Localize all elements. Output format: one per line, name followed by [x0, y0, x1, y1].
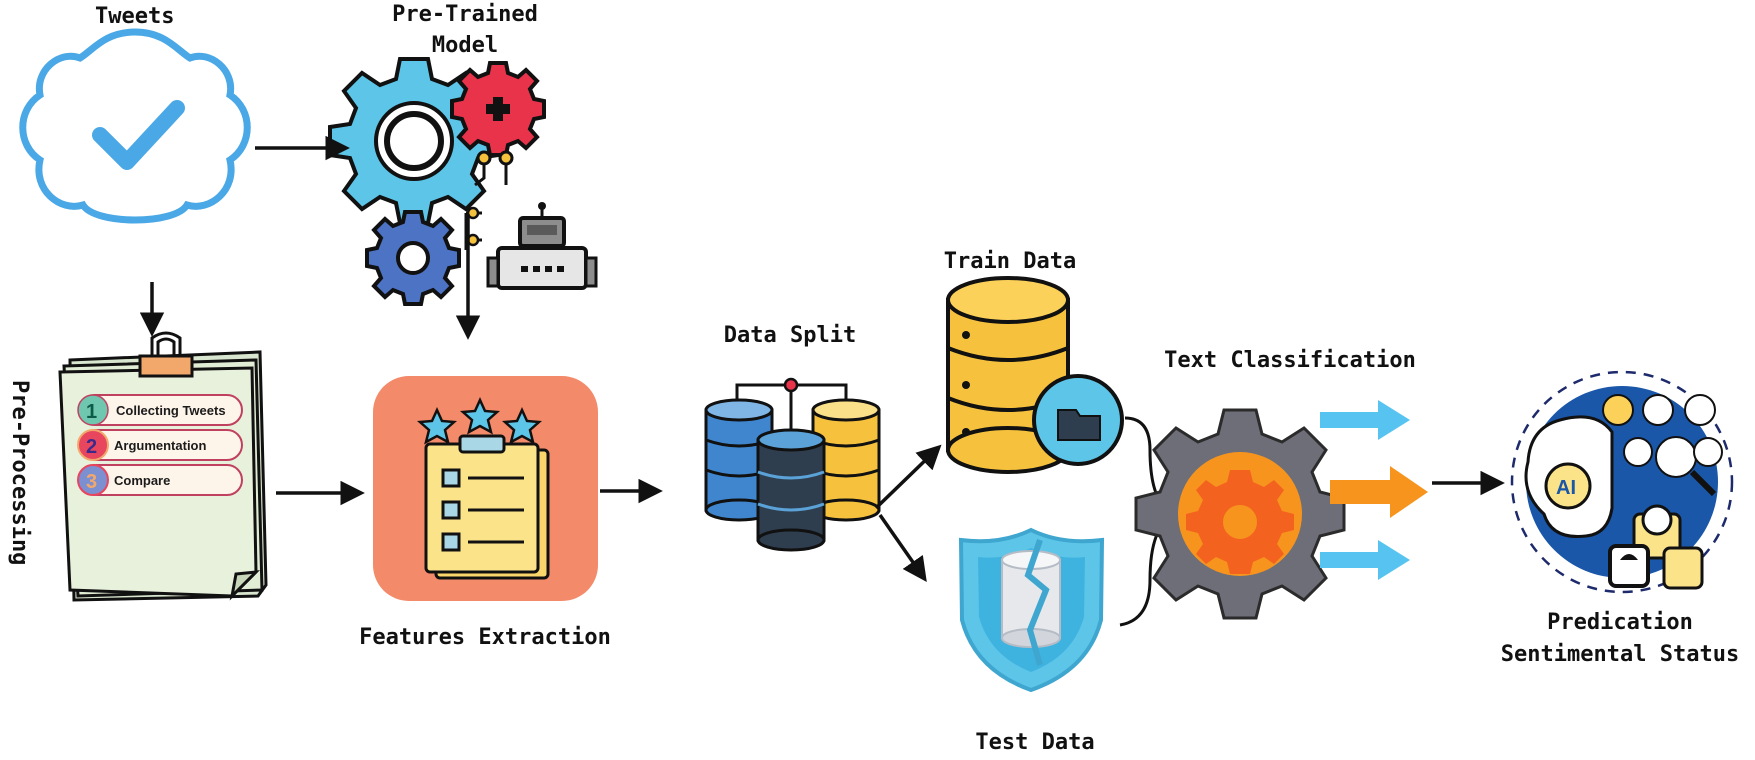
label-text-classification: Text Classification: [1164, 348, 1416, 373]
data-split-icon: [704, 377, 881, 552]
step-label: Collecting Tweets: [116, 403, 226, 418]
label-pretrained-line1: Pre-Trained: [392, 2, 538, 27]
arrow-split-to-test: [878, 513, 927, 583]
pretrained-model-icon: [328, 57, 598, 306]
step-number-badge: [77, 464, 109, 496]
robot-icon: [486, 202, 598, 290]
users-icon: [1608, 504, 1704, 590]
train-data-icon: [946, 276, 1124, 474]
label-prediction-line2: Sentimental Status: [1500, 642, 1740, 667]
step-number: 3: [86, 471, 97, 493]
step-argumentation: 2 Argumentation: [77, 429, 243, 461]
stars-icon: [416, 396, 543, 445]
features-extraction-icon: [373, 376, 598, 601]
brain-icon: AI: [1524, 415, 1614, 539]
step-label: Compare: [114, 473, 170, 488]
emoji-icons: [1602, 394, 1723, 478]
prediction-icon: AI: [1510, 370, 1734, 594]
arrow-split-to-train: [874, 444, 942, 510]
database-icon-dark: [756, 428, 826, 552]
ai-text: AI: [1556, 477, 1576, 499]
step-label: Argumentation: [114, 438, 207, 453]
step-number-badge: [77, 394, 109, 426]
step-number: 1: [86, 401, 97, 423]
text-classification-icon: [1134, 400, 1428, 620]
binder-clip-icon: [138, 331, 194, 378]
label-pretrained-line2: Model: [431, 33, 499, 58]
label-preprocessing: Pre-Processing: [7, 380, 32, 566]
label-data-split: Data Split: [723, 323, 857, 348]
arrow-right-icon: [1330, 466, 1428, 518]
gear-small-icon: [365, 210, 461, 306]
arrow-right-icon: [1320, 400, 1410, 440]
step-compare: 3 Compare: [77, 464, 243, 496]
flow-arrows: [139, 135, 1505, 583]
label-features-extraction: Features Extraction: [359, 625, 611, 650]
database-icon-yellow: [811, 398, 881, 522]
label-prediction-line1: Predication: [1547, 610, 1693, 635]
label-tweets: Tweets: [95, 4, 175, 29]
label-test-data: Test Data: [975, 730, 1095, 755]
label-train-data: Train Data: [943, 249, 1077, 274]
step-collecting-tweets: 1 Collecting Tweets: [77, 394, 243, 426]
step-number: 2: [86, 436, 97, 458]
test-data-shield-icon: [958, 527, 1105, 693]
preprocessing-steps: 1 Collecting Tweets 2 Argumentation 3 Co…: [77, 394, 243, 496]
tweet-verified-icon: [19, 28, 251, 224]
step-number-badge: [77, 429, 109, 461]
gear-plus-icon: [450, 61, 546, 157]
arrow-right-icon: [1320, 540, 1410, 580]
